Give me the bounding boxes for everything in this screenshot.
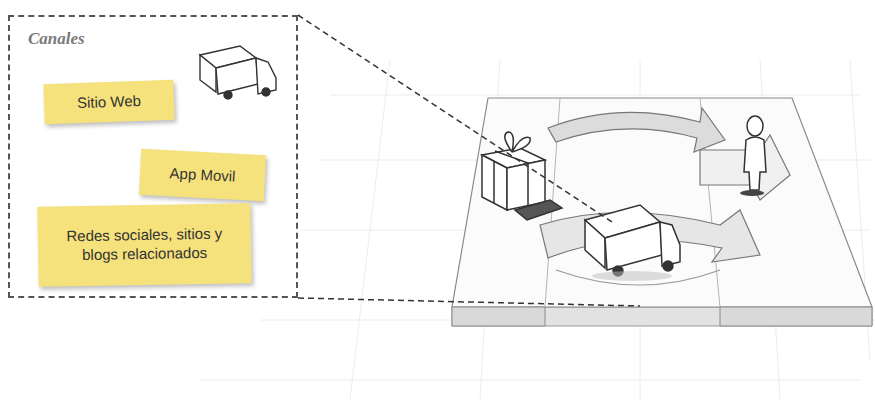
person-icon	[740, 116, 766, 196]
sticky-note: Sitio Web	[43, 80, 174, 125]
gift-box-icon	[482, 132, 562, 220]
sticky-note: App Movil	[139, 149, 266, 201]
note-text: Sitio Web	[77, 92, 142, 113]
flow-arrows	[540, 108, 790, 285]
canvas-board	[452, 98, 872, 326]
sticky-note: Redes sociales, sitios y blogs relaciona…	[37, 203, 251, 287]
note-text: Redes sociales, sitios y blogs relaciona…	[48, 225, 242, 266]
truck-icon	[585, 205, 680, 281]
note-text: App Movil	[169, 164, 236, 186]
background-grid	[200, 60, 875, 400]
zoom-leader-lines	[298, 15, 640, 306]
section-heading: Canales	[28, 29, 85, 49]
truck-icon-small	[200, 46, 276, 99]
callout-frame: CanalesSitio WebApp MovilRedes sociales,…	[8, 15, 298, 298]
